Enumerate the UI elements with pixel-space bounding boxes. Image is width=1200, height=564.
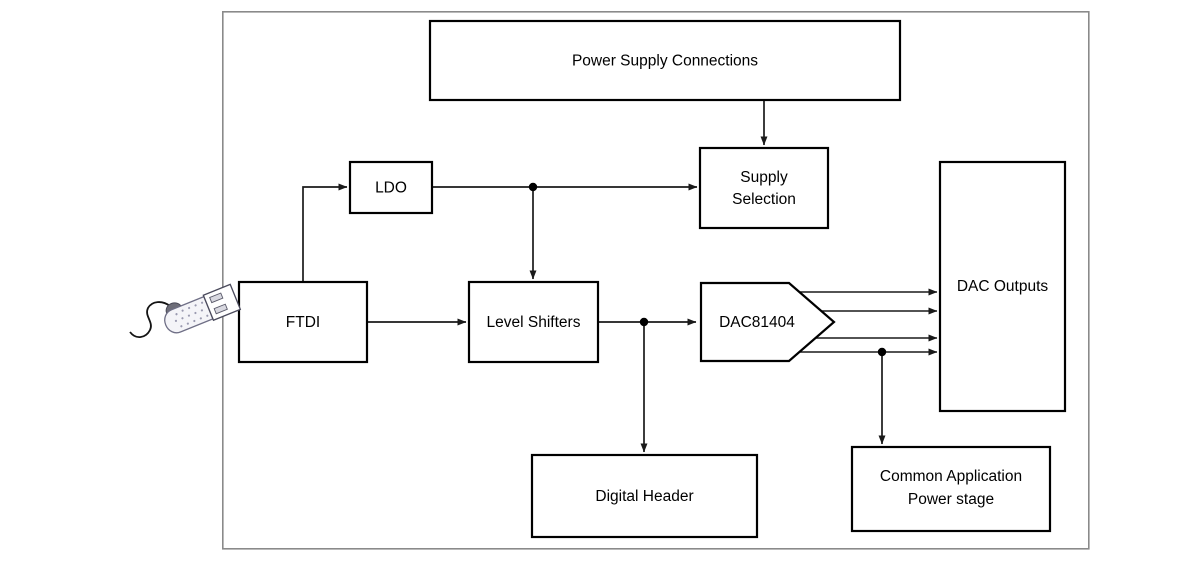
- block-power-supply-connections[interactable]: Power Supply Connections: [428, 19, 902, 102]
- block-supply-selection[interactable]: Supply Selection: [698, 146, 830, 230]
- block-label-dac-outputs: DAC Outputs: [957, 278, 1049, 295]
- junction-dac-output-branch: [877, 347, 887, 357]
- usb-cable-connector-icon: [129, 283, 242, 338]
- block-label-supply-selection-line1: Supply: [740, 169, 788, 186]
- connection-ftdi-to-ldo: [302, 183, 348, 282]
- block-dac-outputs[interactable]: DAC Outputs: [938, 160, 1067, 413]
- block-label-power-stage-line1: Common Application: [880, 468, 1022, 485]
- block-digital-header[interactable]: Digital Header: [530, 453, 759, 539]
- junction-ldo-branch: [528, 182, 538, 192]
- block-ldo[interactable]: LDO: [348, 160, 434, 215]
- block-common-application-power-stage[interactable]: Common Application Power stage: [850, 445, 1052, 533]
- junction-level-shifter-branch: [639, 317, 649, 327]
- block-ftdi[interactable]: FTDI: [237, 280, 369, 364]
- block-label-power-supply-connections: Power Supply Connections: [572, 53, 758, 70]
- block-label-supply-selection-line2: Selection: [732, 191, 796, 208]
- block-label-dac81404: DAC81404: [719, 314, 795, 331]
- block-label-ldo: LDO: [375, 180, 407, 197]
- block-dac81404[interactable]: DAC81404: [699, 281, 836, 363]
- block-label-ftdi: FTDI: [286, 314, 320, 331]
- block-label-level-shifters: Level Shifters: [487, 314, 581, 331]
- block-level-shifters[interactable]: Level Shifters: [467, 280, 600, 364]
- block-label-power-stage-line2: Power stage: [908, 491, 994, 508]
- block-label-digital-header: Digital Header: [595, 488, 693, 505]
